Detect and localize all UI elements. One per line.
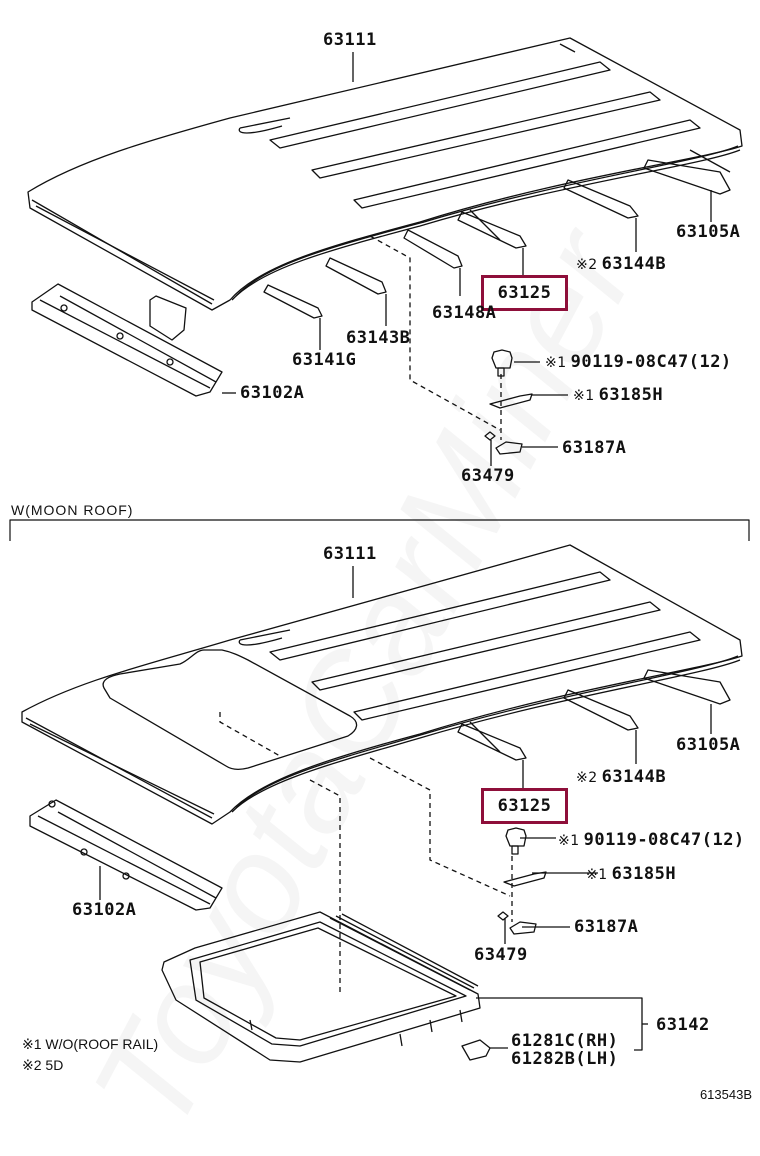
label-bracket-rh[interactable]: 61281C(RH) — [511, 1031, 619, 1051]
lower-roof-panel — [21, 544, 743, 825]
part-number: 63185H — [598, 385, 664, 405]
highlighted-part-box-upper[interactable]: 63125 — [481, 275, 568, 311]
note-text: W/O(ROOF RAIL) — [45, 1036, 159, 1052]
lower-leader-lines — [99, 566, 712, 1051]
section-title-moon-roof: W(MOON ROOF) — [11, 502, 134, 518]
label-front-header-lower[interactable]: 63102A — [72, 900, 137, 920]
lower-roof-bows — [457, 669, 731, 761]
part-number: 90119-08C47(12) — [583, 830, 745, 850]
sunroof-housing-frame — [161, 911, 491, 1063]
figure-number: 613543B — [699, 1087, 752, 1102]
label-cushion-lower[interactable]: 63479 — [474, 945, 528, 965]
label-bow-148-upper[interactable]: 63148A — [432, 303, 497, 323]
label-rear-header-lower[interactable]: 63105A — [676, 735, 741, 755]
label-roof-panel-lower[interactable]: 63111 — [323, 544, 377, 564]
note-mark: ※2 — [576, 257, 598, 273]
label-bracket-187-upper[interactable]: 63187A — [562, 438, 627, 458]
note-text: 5D — [45, 1057, 64, 1073]
note-mark: ※2 — [576, 770, 598, 786]
part-number: 63144B — [601, 254, 667, 274]
upper-dashed-guides — [369, 235, 502, 440]
note-mark: ※1 — [586, 867, 608, 883]
upper-leader-lines — [222, 52, 712, 466]
label-highlighted-part-lower: 63125 — [497, 796, 552, 816]
lower-front-header — [29, 799, 223, 911]
lower-dashed-guides — [219, 712, 513, 996]
label-bracket-187-lower[interactable]: 63187A — [574, 917, 639, 937]
label-roof-panel-upper[interactable]: 63111 — [323, 30, 377, 50]
label-bracket-lh[interactable]: 61282B(LH) — [511, 1049, 619, 1069]
label-front-header-upper[interactable]: 63102A — [240, 383, 305, 403]
note-mark: ※1 — [22, 1036, 42, 1052]
note-mark: ※1 — [545, 355, 567, 371]
label-bow-141-upper[interactable]: 63141G — [292, 350, 357, 370]
note-mark: ※2 — [22, 1057, 42, 1073]
part-number: 63144B — [601, 767, 667, 787]
upper-front-header — [31, 283, 223, 397]
upper-roof-bows — [263, 149, 731, 319]
upper-roof-panel — [27, 37, 743, 311]
section-bracket — [9, 519, 750, 541]
part-number: 90119-08C47(12) — [570, 352, 732, 372]
label-sunroof-housing[interactable]: 63142 — [656, 1015, 710, 1035]
label-cushion-upper[interactable]: 63479 — [461, 466, 515, 486]
note-1: ※1 W/O(ROOF RAIL) — [22, 1036, 158, 1052]
parts-diagram-artwork — [9, 37, 750, 1063]
upper-fasteners — [484, 349, 533, 455]
label-highlighted-part-upper: 63125 — [497, 283, 552, 303]
label-bow-143-upper[interactable]: 63143B — [346, 328, 411, 348]
note-mark: ※1 — [573, 388, 595, 404]
note-mark: ※1 — [558, 833, 580, 849]
label-rear-header-upper[interactable]: 63105A — [676, 222, 741, 242]
part-number: 63185H — [611, 864, 677, 884]
lower-fasteners — [497, 827, 547, 935]
highlighted-part-box-lower[interactable]: 63125 — [481, 788, 568, 824]
note-2: ※2 5D — [22, 1057, 63, 1073]
